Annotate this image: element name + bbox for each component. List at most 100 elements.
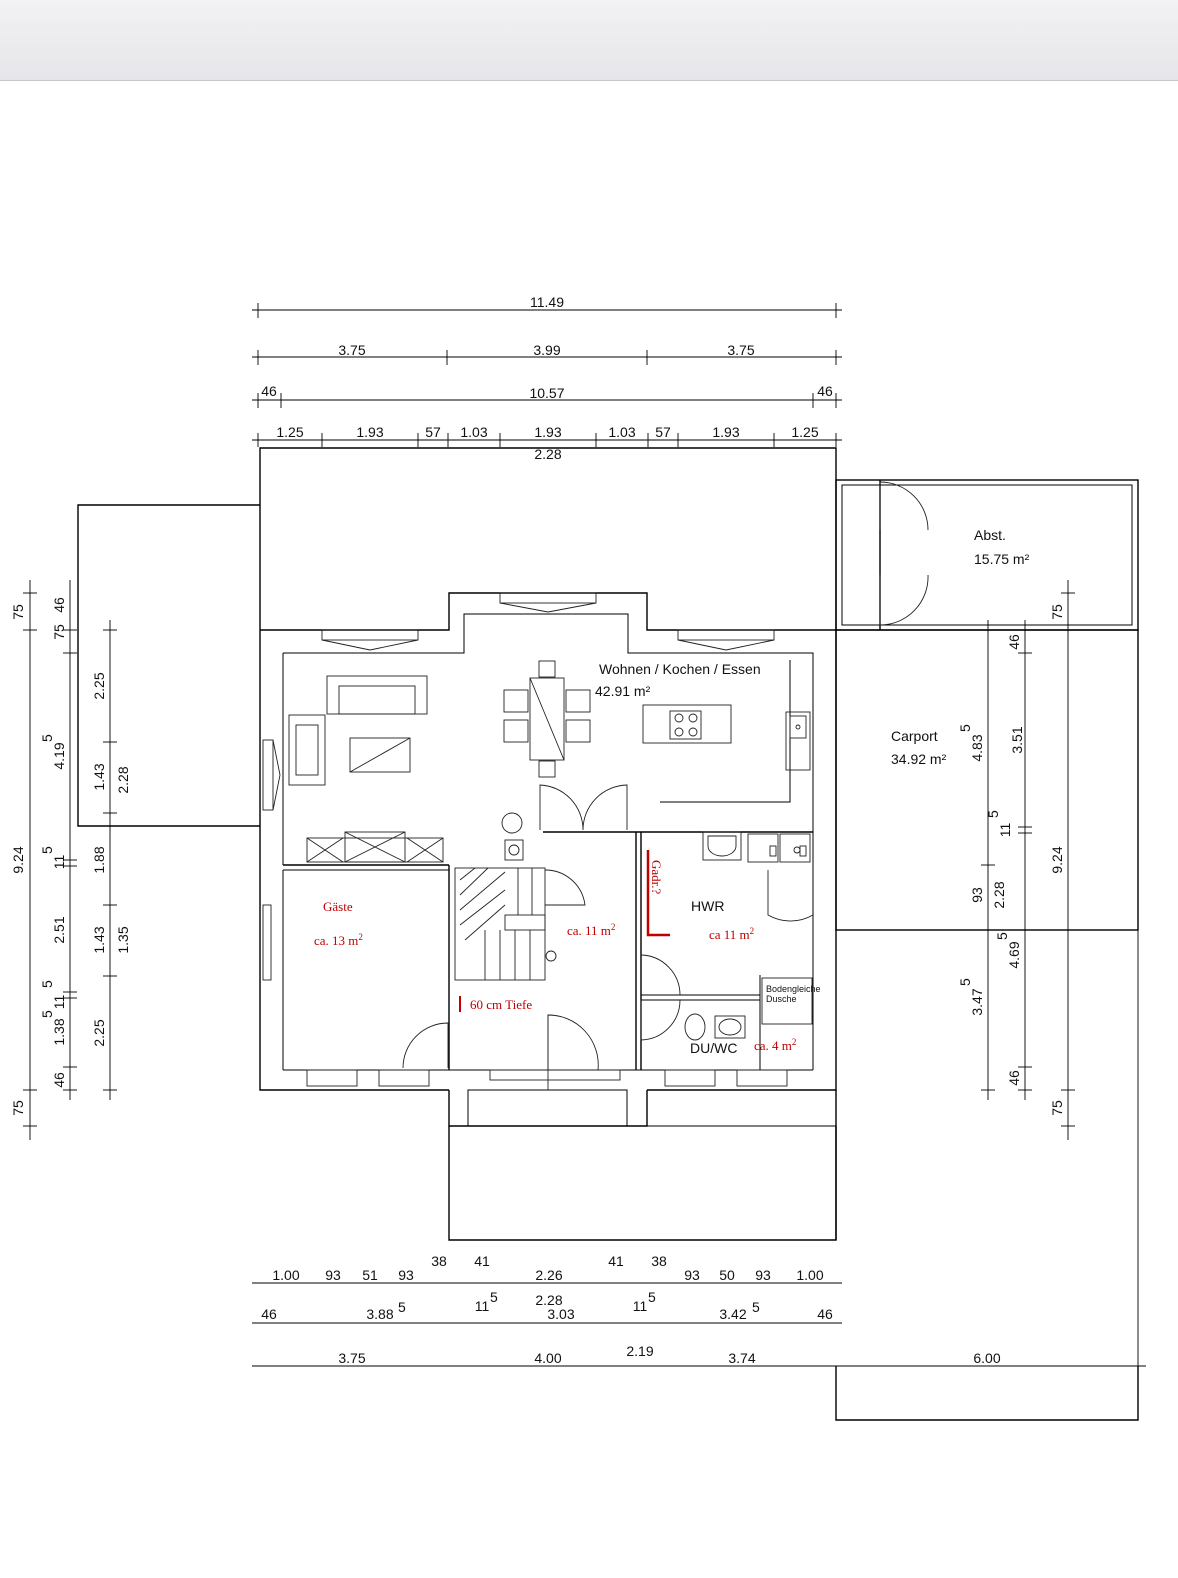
shower-label: Bodengleiche (766, 984, 821, 994)
room-name-carport: Carport (891, 728, 938, 744)
room-labels: Wohnen / Kochen / Essen 42.91 m² Abst. 1… (314, 527, 1030, 1056)
shower-label: Dusche (766, 994, 797, 1004)
dim-bottom-seg: 2.26 (535, 1267, 562, 1283)
bottom-dimensions: 1.00 93 51 93 38 41 2.26 41 38 93 50 93 … (252, 1253, 1146, 1367)
dim-top-seg: 1.93 (712, 424, 739, 440)
dim-left-sup: 5 (39, 980, 55, 988)
top-dimensions: 11.49 3.75 3.99 3.75 46 10.57 46 1.25 1.… (252, 294, 842, 462)
room-name-abst: Abst. (974, 527, 1006, 543)
dim-bottom-seg: 46 (817, 1306, 833, 1322)
svg-text:ca 11 m2: ca 11 m2 (709, 926, 754, 942)
dim-right-sup: 5 (985, 810, 1001, 818)
dim-bottom-seg: 3.88 (366, 1306, 393, 1322)
dim-top-seg: 1.93 (356, 424, 383, 440)
room-area-duwc: ca. 4 m (754, 1038, 792, 1053)
dim-top-seg: 57 (425, 424, 441, 440)
dim-bottom-seg: 11 (633, 1298, 648, 1314)
dim-right-col1: 4.83 (969, 734, 985, 761)
dim-bottom-seg: 11 (475, 1298, 490, 1314)
dim-top-edge-left: 46 (261, 383, 277, 399)
right-dimensions: 4.83 5 3.47 5 93 46 4.69 5 46 3.51 11 5 … (957, 580, 1075, 1140)
dim-bottom-seg: 4.00 (534, 1350, 561, 1366)
room-area-sup: 2 (611, 922, 616, 932)
dim-top-seg: 1.03 (460, 424, 487, 440)
doors (402, 481, 929, 1090)
dim-right-col3: 3.51 (1009, 726, 1025, 753)
dim-bottom-seg: 46 (261, 1306, 277, 1322)
dim-top-seg: 1.25 (791, 424, 818, 440)
annotations: Gadr.? 60 cm Tiefe (459, 850, 670, 1012)
dim-bottom-seg: 1.00 (796, 1267, 823, 1283)
dim-left-col3: 1.88 (91, 846, 107, 873)
dim-bottom-seg: 1.00 (272, 1267, 299, 1283)
room-area-abst: 15.75 m² (974, 551, 1030, 567)
dim-right-outer: 75 (1049, 604, 1065, 620)
dim-left-sup: 5 (39, 1010, 55, 1018)
dim-bottom-seg: 38 (431, 1253, 447, 1269)
dim-left-col4: 1.35 (115, 926, 131, 953)
room-name-duwc: DU/WC (690, 1040, 737, 1056)
dim-left-outer: 75 (10, 604, 26, 620)
room-name-hwr: HWR (691, 898, 724, 914)
dim-right-col3: 2.28 (991, 881, 1007, 908)
dim-left-col2: 11 (51, 855, 67, 870)
room-area-sup: 2 (358, 932, 363, 942)
dim-right-sup: 5 (957, 724, 973, 732)
dim-bottom-seg: 38 (651, 1253, 667, 1269)
dim-bottom-seg: 2.28 (535, 1292, 562, 1308)
room-area-gaeste: ca. 13 m (314, 933, 358, 948)
svg-text:ca. 13 m2: ca. 13 m2 (314, 932, 363, 948)
dim-right-col3: 11 (997, 823, 1013, 838)
dim-bottom-seg: 3.42 (719, 1306, 746, 1322)
dim-left-col2: 46 (51, 597, 67, 613)
dim-left-col2: 75 (51, 624, 67, 640)
svg-text:ca. 11 m2: ca. 11 m2 (567, 922, 615, 938)
left-dimensions: 75 9.24 75 46 75 4.19 5 11 5 2.51 11 5 1… (10, 580, 131, 1140)
dim-right-col2: 46 (1006, 634, 1022, 650)
dim-top-seg: 1.93 (534, 424, 561, 440)
dim-left-col3: 2.25 (91, 672, 107, 699)
dim-bottom-seg: 3.74 (728, 1350, 755, 1366)
annotation-gadr: Gadr.? (649, 860, 664, 895)
dim-left-col3: 2.25 (91, 1019, 107, 1046)
dim-left-col2: 11 (51, 995, 67, 1010)
dim-left-col3: 1.43 (91, 763, 107, 790)
dim-left-outer: 9.24 (10, 846, 26, 873)
dim-bottom-seg: 2.19 (626, 1343, 653, 1359)
svg-text:ca. 4 m2: ca. 4 m2 (754, 1037, 796, 1053)
annotation-tiefe: 60 cm Tiefe (470, 997, 532, 1012)
dim-right-sup: 5 (957, 978, 973, 986)
dim-bottom-sup: 5 (648, 1289, 656, 1305)
furniture (288, 660, 813, 1041)
dim-bottom-seg: 3.03 (547, 1306, 574, 1322)
dim-top-mid: 3.99 (533, 342, 560, 358)
dim-bottom-seg: 93 (325, 1267, 341, 1283)
browser-toolbar (0, 0, 1178, 81)
dim-top-total: 11.49 (530, 294, 564, 310)
dim-top-left: 3.75 (338, 342, 365, 358)
dim-bottom-seg: 41 (474, 1253, 490, 1269)
dim-right-col2: 46 (1006, 1070, 1022, 1086)
dim-top-seg: 57 (655, 424, 671, 440)
dim-bottom-seg: 93 (755, 1267, 771, 1283)
room-area-sup: 2 (750, 926, 755, 936)
dim-left-col2: 1.38 (51, 1018, 67, 1045)
dim-bottom-seg: 41 (608, 1253, 624, 1269)
dim-bottom-seg: 93 (398, 1267, 414, 1283)
dim-bottom-seg: 3.75 (338, 1350, 365, 1366)
dim-left-col2: 2.51 (51, 916, 67, 943)
room-area-sup: 2 (792, 1037, 797, 1047)
dim-top-inner: 10.57 (529, 385, 564, 401)
room-area-hwr: ca 11 m (709, 927, 750, 942)
dim-bottom-seg: 93 (684, 1267, 700, 1283)
dim-left-outer: 75 (10, 1100, 26, 1116)
dim-bottom-seg: 50 (719, 1267, 735, 1283)
dim-left-sup: 5 (39, 846, 55, 854)
room-area-flur: ca. 11 m (567, 923, 611, 938)
dim-bottom-sup: 5 (398, 1299, 406, 1315)
dim-top-seg: 1.03 (608, 424, 635, 440)
dim-bottom-sup: 5 (752, 1299, 760, 1315)
dim-top-sub: 2.28 (534, 446, 561, 462)
room-area-carport: 34.92 m² (891, 751, 947, 767)
